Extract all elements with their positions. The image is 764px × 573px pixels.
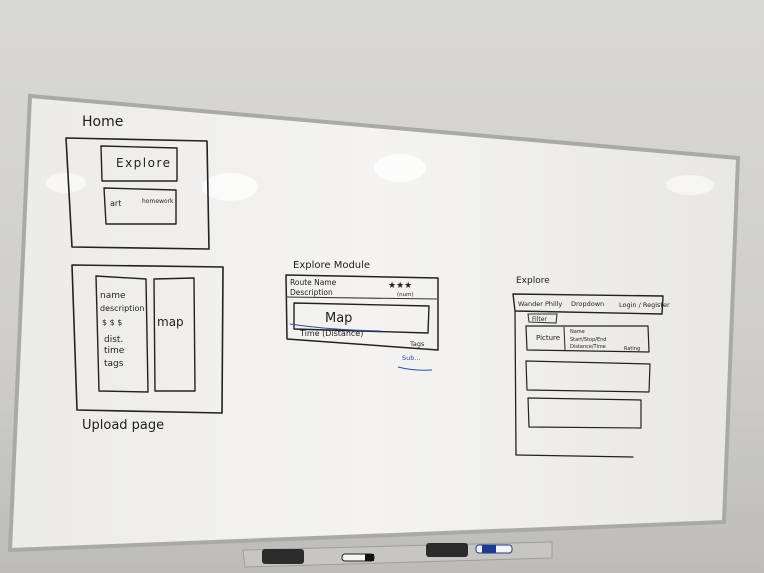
home-title: Home (82, 114, 123, 130)
rating-count: (num) (397, 292, 414, 298)
description-label: Description (290, 288, 333, 297)
explore-module-title: Explore Module (293, 260, 370, 271)
card-line-start: Start/Stop/End (570, 337, 606, 343)
upload-title: Upload page (82, 418, 164, 433)
nav-brand: Wander Philly (518, 300, 562, 308)
filter-label: Filter (532, 316, 547, 323)
explore-page-sketch: Explore Wander Philly Dropdown Login / R… (512, 276, 670, 458)
module-map-label: Map (325, 311, 352, 326)
card-line-distance: Distance/Time (570, 344, 606, 350)
rating-stars: ★★★ (388, 281, 412, 291)
upload-sketch: name description $ $ $ dist. time tags m… (71, 264, 224, 433)
eraser (262, 549, 304, 564)
home-homework-label: homework (142, 198, 174, 205)
card-rating: Rating (624, 346, 640, 352)
card-line-name: Name (570, 329, 585, 335)
upload-field-name: name (100, 291, 126, 301)
upload-field-tags: tags (104, 359, 124, 369)
nav-dropdown: Dropdown (571, 300, 604, 308)
upload-field-dist: dist. (104, 335, 123, 345)
home-sketch: Home Explore art homework (65, 114, 210, 250)
upload-field-description: description (100, 304, 144, 313)
nav-login: Login / Register (619, 301, 670, 309)
whiteboard-surface (7, 93, 741, 553)
upload-map-label: map (157, 315, 184, 329)
explore-page-title: Explore (516, 276, 550, 286)
tags-label: Tags (409, 340, 425, 348)
home-art-label: art (110, 199, 121, 208)
blue-note: Sub... (402, 354, 421, 362)
route-name-label: Route Name (290, 278, 337, 287)
eraser (426, 543, 468, 557)
upload-field-cost: $ $ $ (102, 318, 122, 327)
time-distance-label: Time (Distance) (299, 329, 363, 338)
card-picture: Picture (536, 334, 560, 342)
home-explore-label: Explore (116, 156, 172, 170)
upload-field-time: time (104, 346, 125, 356)
explore-module-sketch: Explore Module Route Name Description ★★… (285, 260, 439, 371)
